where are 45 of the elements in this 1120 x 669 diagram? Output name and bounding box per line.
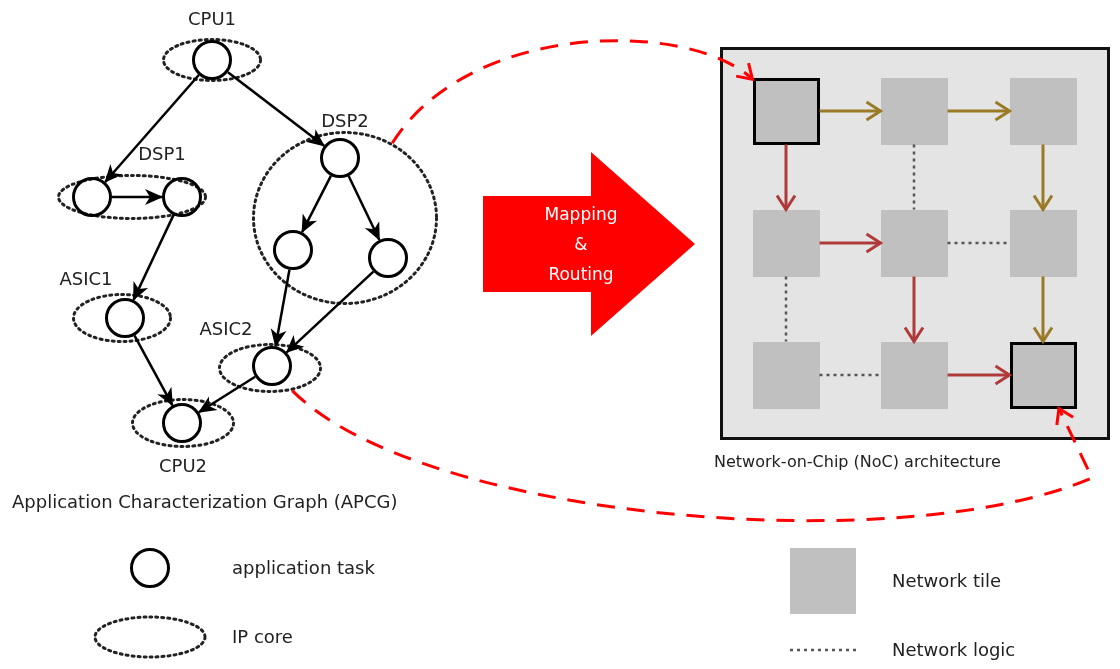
dotted-link [912, 144, 916, 210]
dotted-link [819, 373, 881, 377]
dotted-link [947, 241, 1010, 245]
board-label: Network-on-Chip (NoC) architecture [714, 451, 1001, 473]
arrow [347, 175, 381, 241]
arrow [819, 100, 882, 122]
arrow [1032, 276, 1054, 343]
arrow [104, 74, 200, 183]
arrow [285, 270, 375, 354]
arrow [227, 71, 325, 147]
core-label: CPU2 [158, 455, 208, 477]
core-label: DSP1 [138, 143, 186, 165]
arrow [133, 335, 174, 407]
legend-label: Network tile [892, 569, 1001, 593]
arrow [903, 276, 925, 343]
arrow [270, 269, 291, 348]
network-tile [752, 77, 820, 145]
network-tile [752, 341, 820, 409]
network-tile [880, 341, 948, 409]
network-tile [752, 209, 820, 277]
arrow [132, 214, 175, 301]
arrow [947, 100, 1011, 122]
network-tile [1009, 341, 1077, 409]
network-tile [880, 209, 948, 277]
network-tile [1009, 77, 1077, 145]
arrow [112, 189, 163, 205]
arrow-label: Mapping & Routing [543, 203, 619, 286]
arrow [775, 144, 797, 211]
dotted-link [784, 276, 788, 342]
legend-label: Network logic [892, 638, 1016, 662]
network-tile [1009, 209, 1077, 277]
graph-caption: Application Characterization Graph (APCG) [12, 490, 398, 514]
legend-label: IP core [232, 625, 293, 649]
arrow [198, 375, 256, 414]
network-tile [880, 77, 948, 145]
mapping-arrow [391, 39, 754, 144]
core-label: DSP2 [321, 110, 369, 132]
arrow [947, 364, 1011, 386]
core-label: ASIC2 [199, 318, 253, 340]
arrow [819, 232, 882, 254]
arrow [301, 175, 332, 234]
core-label: CPU1 [187, 8, 237, 30]
legend-label: application task [232, 556, 375, 580]
core-label: ASIC1 [59, 268, 113, 290]
arrow [1032, 144, 1054, 211]
